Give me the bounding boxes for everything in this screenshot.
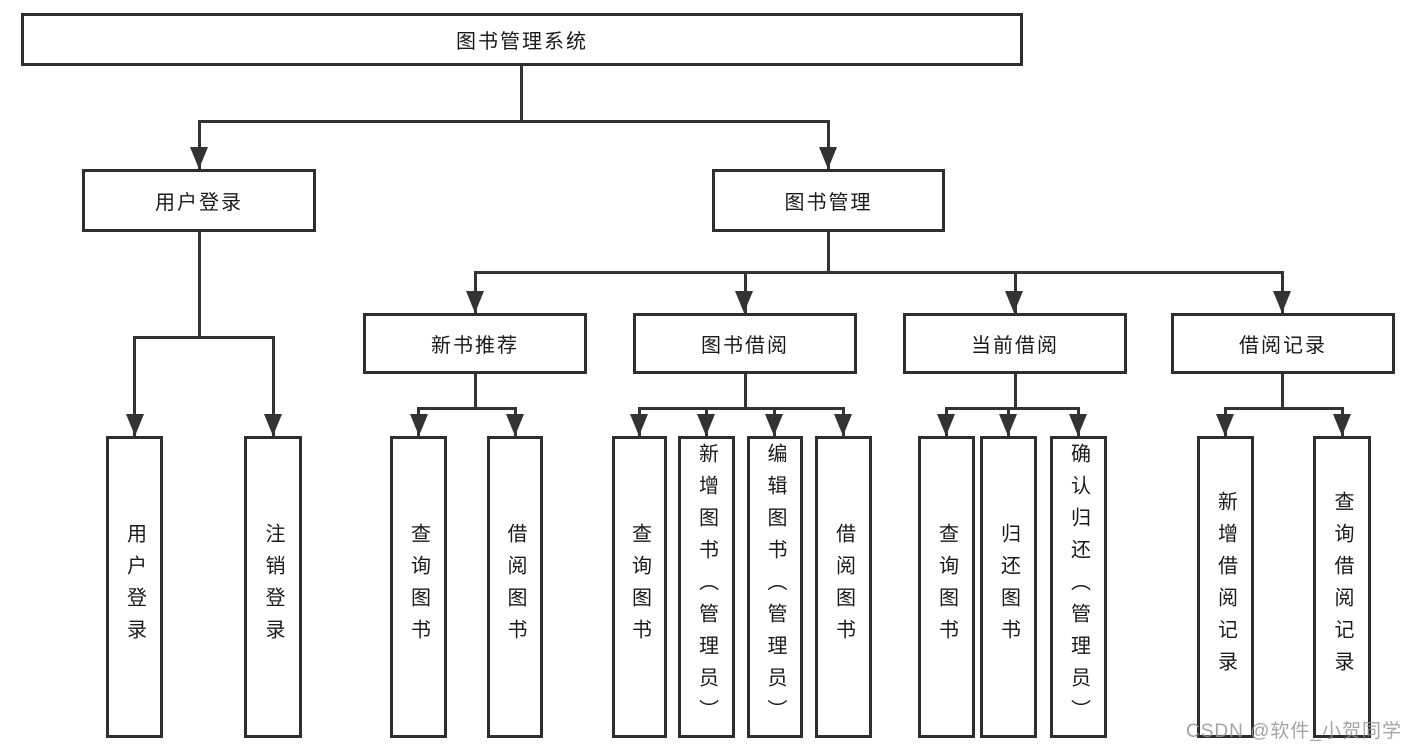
connector-book-mgmt-rail (474, 271, 1284, 274)
leaf-label: 编辑图书（管理员） (764, 443, 786, 731)
leaf-label: 新增借阅记录 (1214, 491, 1237, 683)
arrow-down-icon (126, 414, 144, 436)
connector-borrow-records-stem (1281, 374, 1284, 409)
leaf-label: 新增图书（管理员） (695, 443, 718, 731)
leaf-add-book-admin: 新增图书（管理员） (678, 436, 735, 738)
arrow-down-icon (1333, 414, 1351, 436)
node-borrowing-records: 借阅记录 (1171, 313, 1395, 374)
leaf-edit-book-admin: 编辑图书（管理员） (747, 436, 803, 738)
arrow-down-icon (506, 414, 524, 436)
node-label: 图书管理 (784, 192, 873, 214)
leaf-label: 用户登录 (123, 523, 146, 651)
leaf-query-books-current: 查询图书 (918, 436, 975, 738)
leaf-query-borrow-record: 查询借阅记录 (1313, 436, 1371, 738)
leaf-label: 确认归还（管理员） (1067, 443, 1090, 731)
arrow-down-icon (697, 414, 715, 436)
connector-root-rail (198, 120, 830, 123)
connector-drop-user-login (198, 120, 201, 169)
connector-drop-logout-leaf (272, 336, 275, 436)
arrow-down-icon (630, 414, 648, 436)
connector-book-mgmt-stem (827, 232, 830, 274)
node-label: 图书管理系统 (456, 31, 588, 53)
leaf-confirm-return-admin: 确认归还（管理员） (1050, 436, 1107, 738)
leaf-label: 注销登录 (262, 523, 284, 651)
connector-current-borrow-rail (945, 407, 1080, 410)
connector-current-borrow-stem (1014, 374, 1017, 409)
node-book-borrowing: 图书借阅 (633, 313, 857, 374)
arrow-down-icon (834, 414, 852, 436)
connector-new-book-rail (417, 407, 516, 410)
leaf-user-login: 用户登录 (106, 436, 163, 738)
node-label: 新书推荐 (431, 335, 519, 357)
leaf-label: 归还图书 (997, 523, 1020, 651)
arrow-down-icon (190, 147, 208, 169)
connector-new-book-stem (474, 374, 477, 409)
arrow-down-icon (765, 414, 783, 436)
arrow-down-icon (410, 414, 428, 436)
connector-root-stem (520, 66, 523, 120)
connector-borrow-records-rail (1224, 407, 1343, 410)
connector-user-login-rail (133, 336, 275, 339)
csdn-watermark: CSDN @软件_小贺同学 (1186, 721, 1402, 742)
leaf-logout: 注销登录 (244, 436, 302, 738)
node-user-login: 用户登录 (82, 169, 316, 232)
leaf-label: 借阅图书 (832, 523, 855, 651)
leaf-label: 查询图书 (407, 523, 430, 651)
arrow-down-icon (466, 291, 484, 313)
leaf-borrow-books-borrowing: 借阅图书 (815, 436, 872, 738)
leaf-label: 查询借阅记录 (1331, 491, 1353, 683)
leaf-query-books-borrowing: 查询图书 (612, 436, 667, 738)
arrow-down-icon (735, 291, 753, 313)
arrow-down-icon (1216, 414, 1234, 436)
leaf-label: 查询图书 (628, 523, 651, 651)
arrow-down-icon (999, 414, 1017, 436)
connector-user-login-stem (198, 232, 201, 338)
leaf-label: 借阅图书 (504, 523, 526, 651)
leaf-add-borrow-record: 新增借阅记录 (1197, 436, 1254, 738)
node-library-management-system: 图书管理系统 (21, 13, 1023, 66)
node-label: 图书借阅 (701, 335, 789, 357)
arrow-down-icon (937, 414, 955, 436)
leaf-return-books: 归还图书 (980, 436, 1037, 738)
node-current-borrowing: 当前借阅 (903, 313, 1127, 374)
connector-drop-book-management (827, 120, 830, 169)
leaf-borrow-books-recommend: 借阅图书 (487, 436, 543, 738)
arrow-down-icon (264, 414, 282, 436)
arrow-down-icon (1005, 291, 1023, 313)
arrow-down-icon (1069, 414, 1087, 436)
arrow-down-icon (1273, 291, 1291, 313)
node-label: 当前借阅 (971, 335, 1059, 357)
node-book-management: 图书管理 (712, 169, 945, 232)
connector-drop-login-leaf (133, 336, 136, 436)
leaf-label: 查询图书 (935, 523, 958, 651)
connector-book-borrow-rail (638, 407, 845, 410)
arrow-down-icon (819, 147, 837, 169)
leaf-query-books-recommend: 查询图书 (390, 436, 447, 738)
node-new-book-recommendation: 新书推荐 (363, 313, 587, 374)
node-label: 借阅记录 (1239, 335, 1327, 357)
node-label: 用户登录 (155, 192, 243, 214)
connector-book-borrow-stem (744, 374, 747, 409)
